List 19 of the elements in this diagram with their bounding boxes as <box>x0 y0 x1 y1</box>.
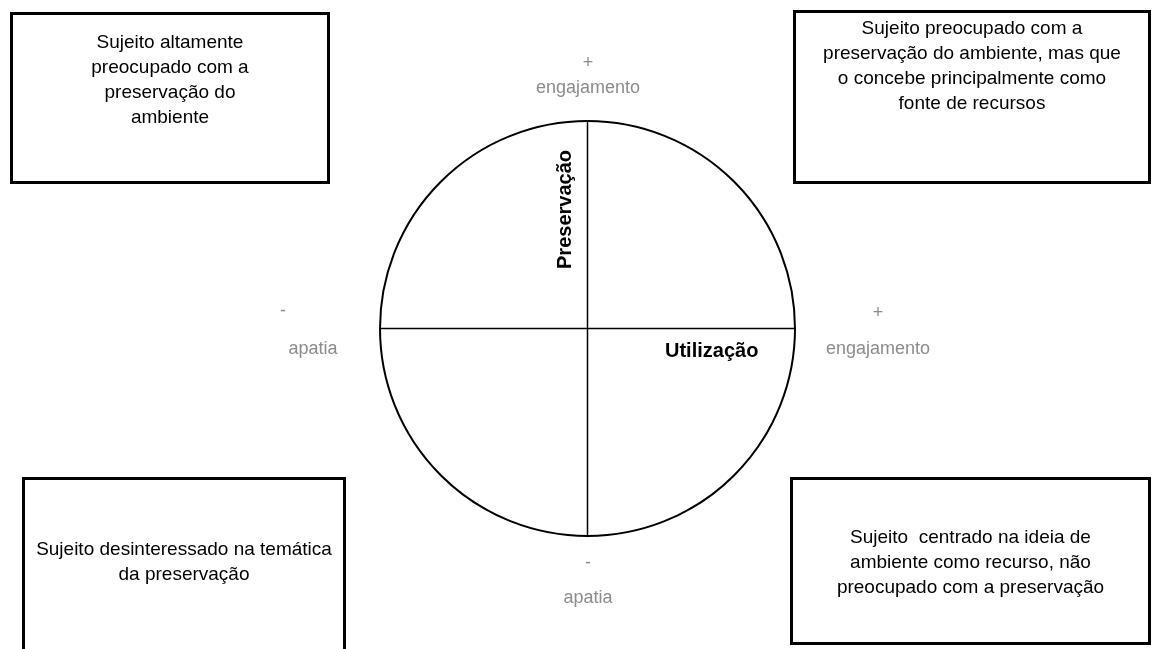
description-text: Sujeito centrado na ideia de ambiente como recurso, não preocupado com a preservação <box>835 524 1106 599</box>
axis-label: apatia <box>563 587 613 608</box>
axis-label: engajamento <box>535 77 641 98</box>
description-box <box>790 477 1151 645</box>
axis-label: apatia <box>288 338 338 359</box>
description-box <box>10 12 330 184</box>
axis-label: engajamento <box>825 338 931 359</box>
plus-sign: + <box>582 52 594 73</box>
description-text: Sujeito desinteressado na temática da preservação <box>35 537 333 586</box>
description-text: Sujeito preocupado com a preservação do ambiente, mas que o concebe principalmente como fonte de recursos <box>822 16 1122 115</box>
quadrant-circle <box>379 120 796 537</box>
plus-sign: + <box>872 302 884 323</box>
description-box <box>793 10 1151 184</box>
minus-sign: - <box>585 552 591 573</box>
axis-title: Utilização <box>665 339 759 362</box>
description-text: Sujeito altamente preocupado com a preservação do ambiente <box>90 30 250 129</box>
axis-title: Preservação <box>553 150 576 269</box>
minus-sign: - <box>280 300 286 321</box>
description-box <box>22 477 346 649</box>
